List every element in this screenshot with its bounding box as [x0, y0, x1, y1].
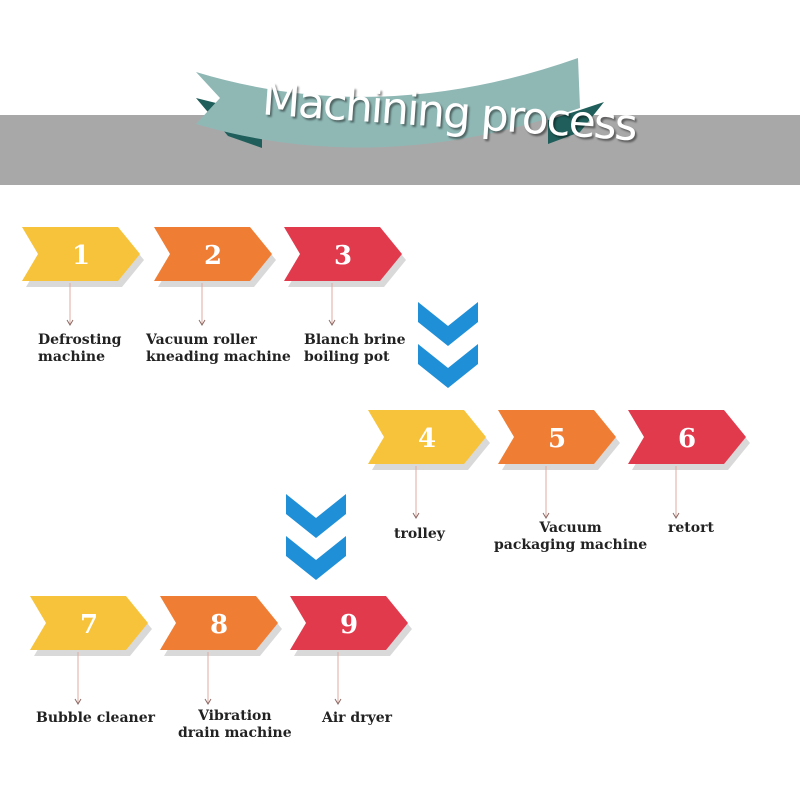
step-number: 9 [340, 610, 358, 640]
step-number: 5 [548, 424, 566, 454]
step-arrow [154, 227, 272, 281]
connector-tip [672, 512, 680, 519]
chevron-down-icon [286, 494, 346, 538]
step-number: 4 [418, 424, 436, 454]
step-label: Vibration drain machine [178, 708, 292, 741]
step-arrow [290, 596, 408, 650]
step-5: 5 [498, 410, 620, 519]
step-3: 3 [284, 227, 406, 326]
step-number: 7 [80, 610, 98, 640]
step-label: Bubble cleaner [36, 710, 155, 726]
step-arrow [628, 410, 746, 464]
step-label: Blanch brine boiling pot [304, 332, 406, 365]
step-arrow [22, 227, 140, 281]
step-9: 9 [290, 596, 412, 705]
connector-tip [334, 698, 342, 705]
connector-tip [198, 319, 206, 326]
step-label: retort [668, 520, 714, 536]
step-label: trolley [394, 526, 445, 542]
step-number: 8 [210, 610, 228, 640]
step-number: 2 [204, 241, 222, 271]
step-7: 7 [30, 596, 152, 705]
step-6: 6 [628, 410, 750, 519]
step-arrow [160, 596, 278, 650]
step-2: 2 [154, 227, 276, 326]
connector-tip [66, 319, 74, 326]
chevron-down-icon [418, 302, 478, 346]
connector-tip [542, 512, 550, 519]
ribbon-body [196, 58, 580, 148]
step-arrow [368, 410, 486, 464]
connector-tip [412, 512, 420, 519]
chevron-down-icon [286, 536, 346, 580]
step-arrow [498, 410, 616, 464]
step-number: 1 [72, 241, 90, 271]
step-arrow [30, 596, 148, 650]
step-number: 6 [678, 424, 696, 454]
connector-tip [204, 698, 212, 705]
step-1: 1 [22, 227, 144, 326]
title-ribbon [196, 58, 604, 148]
connector-tip [328, 319, 336, 326]
step-label: Air dryer [322, 710, 393, 726]
connector-tip [74, 698, 82, 705]
step-arrow [284, 227, 402, 281]
chevron-down-icon [418, 344, 478, 388]
step-4: 4 [368, 410, 490, 519]
step-label: Defrosting machine [38, 332, 122, 365]
step-label: Vacuum roller kneading machine [146, 332, 291, 365]
step-label: Vacuum packaging machine [494, 520, 648, 553]
ribbon-right-fold [548, 102, 604, 144]
step-8: 8 [160, 596, 282, 705]
step-number: 3 [334, 241, 352, 271]
